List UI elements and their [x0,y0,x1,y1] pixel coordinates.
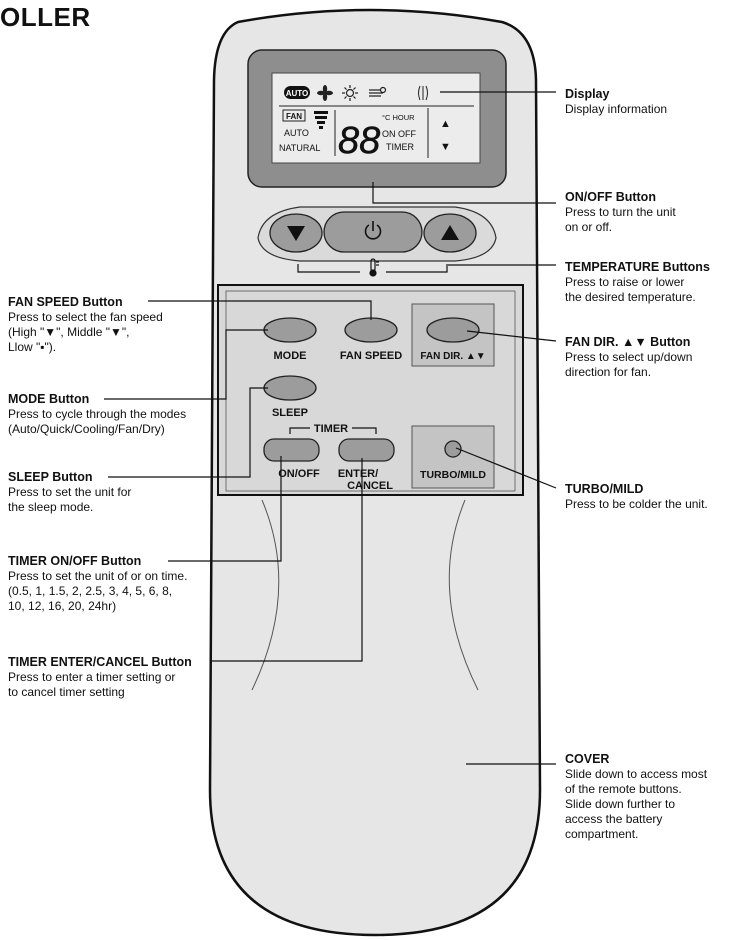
mode-icon-row: AUTO [284,85,428,101]
temp-down-button[interactable] [269,213,323,253]
annotation-fan-dir-title: FAN DIR. ▲▼ Button [565,335,691,349]
fan-dir-button[interactable] [426,317,480,343]
fan-box-label: FAN [286,112,302,121]
sleep-label: SLEEP [272,407,308,419]
lcd-unit-mid: ON OFF [382,129,416,139]
fan-dir-key [411,303,495,367]
mode-button[interactable] [263,317,317,343]
annotation-fan-speed-desc: Press to select the fan speed (High "▼",… [8,310,163,354]
annotation-turbo-title: TURBO/MILD [565,482,644,496]
annotation-fan-speed-title: FAN SPEED Button [8,295,123,309]
annotation-timer-onoff: TIMER ON/OFF Button Press to set the uni… [8,554,187,614]
lcd-unit-top: °C HOUR [382,113,415,122]
timer-onoff-label: ON/OFF [278,468,320,480]
turbo-button[interactable] [444,440,462,458]
annotation-temperature: TEMPERATURE Buttons Press to raise or lo… [565,260,710,305]
turbo-label: TURBO/MILD [420,469,486,481]
temp-up-button[interactable] [423,213,477,253]
dry-mode-icon [369,86,387,97]
annotation-sleep-desc: Press to set the unit for the sleep mode… [8,485,132,514]
lcd-digits: 88 [338,120,380,162]
swing-icon [418,85,428,101]
temp-up-icon [441,225,459,240]
cover-grip [251,499,479,691]
annotation-display-title: Display [565,87,610,101]
auto-mode-text: AUTO [286,89,309,98]
timer-bracket [289,427,377,434]
sun-icon [342,85,358,101]
lcd-unit-bot: TIMER [386,142,414,152]
annotation-sleep: SLEEP Button Press to set the unit for t… [8,470,131,515]
annotation-onoff-title: ON/OFF Button [565,190,656,204]
leader-lines [104,91,557,765]
fan-dir-label: FAN DIR. ▲▼ [420,351,485,362]
annotation-sleep-title: SLEEP Button [8,470,93,484]
annotation-mode: MODE Button Press to cycle through the m… [8,392,186,437]
power-button[interactable] [323,211,423,253]
mode-label: MODE [274,350,307,362]
fan-speed-button[interactable] [344,317,398,343]
annotation-cover-desc: Slide down to access most of the remote … [565,767,708,841]
annotation-timer-onoff-desc: Press to set the unit of or on time. (0.… [8,569,188,613]
annotation-temperature-title: TEMPERATURE Buttons [565,260,710,274]
fan-auto-label: AUTO [284,128,309,138]
fan-speed-label: FAN SPEED [340,350,402,362]
thermometer-icon [369,258,379,277]
lcd-arrow-down: ▼ [440,141,451,153]
annotation-mode-title: MODE Button [8,392,90,406]
annotation-fan-speed: FAN SPEED Button Press to select the fan… [8,295,163,355]
annotation-temperature-desc: Press to raise or lower the desired temp… [565,275,696,304]
fan-speed-bars-icon [314,111,328,129]
annotation-timer-onoff-title: TIMER ON/OFF Button [8,554,142,568]
timer-enter-label-1: ENTER/ [338,468,378,480]
annotation-timer-enter-title: TIMER ENTER/CANCEL Button [8,655,192,669]
timer-enter-button[interactable] [338,438,395,462]
timer-onoff-button[interactable] [263,438,320,462]
timer-enter-label-2: CANCEL [347,480,393,492]
page-title: OLLER [0,2,91,32]
timer-label: TIMER [314,423,348,435]
annotation-timer-enter-desc: Press to enter a timer setting or to can… [8,670,176,699]
temp-down-icon [287,226,305,241]
power-icon [364,221,382,240]
annotation-display-desc: Display information [565,102,668,116]
annotation-turbo: TURBO/MILD Press to be colder the unit. [565,482,708,512]
auto-mode-icon [284,86,310,99]
annotation-timer-enter: TIMER ENTER/CANCEL Button Press to enter… [8,655,192,700]
annotation-display: Display Display information [565,87,667,117]
fan-mode-icon [317,85,333,101]
sleep-button[interactable] [263,375,317,401]
annotation-cover-title: COVER [565,752,610,766]
annotation-mode-desc: Press to cycle through the modes (Auto/Q… [8,407,187,436]
annotation-onoff-desc: Press to turn the unit on or off. [565,205,676,234]
annotation-fan-dir: FAN DIR. ▲▼ Button Press to select up/do… [565,335,692,380]
lcd-arrow-up: ▲ [440,118,451,130]
annotation-fan-dir-desc: Press to select up/down direction for fa… [565,350,693,379]
temperature-bracket [297,264,448,273]
fan-natural-label: NATURAL [279,143,320,153]
annotation-cover: COVER Slide down to access most of the r… [565,752,707,842]
annotation-onoff: ON/OFF Button Press to turn the unit on … [565,190,676,235]
annotation-turbo-desc: Press to be colder the unit. [565,497,708,511]
